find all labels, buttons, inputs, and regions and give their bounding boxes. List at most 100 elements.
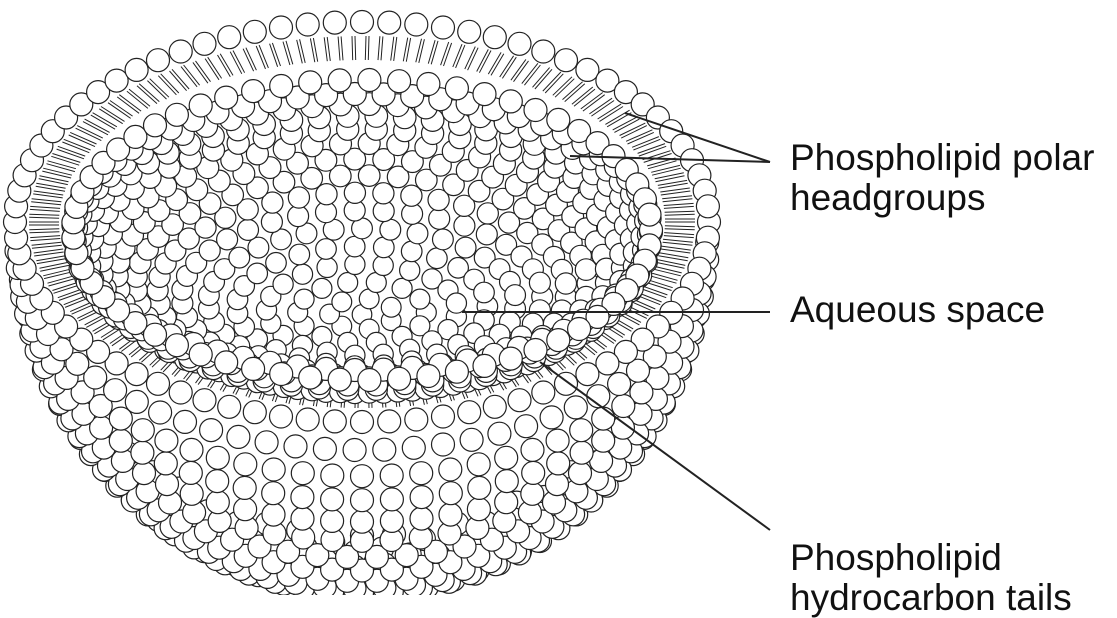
tail-stroke (327, 37, 330, 61)
inner-headgroup (229, 247, 250, 268)
tail-stroke (656, 259, 685, 265)
inner-headgroup (247, 263, 268, 284)
inner-headgroup (529, 272, 550, 293)
tail-stroke (428, 40, 435, 63)
tail-stroke (656, 176, 685, 182)
outer-headgroup (343, 439, 366, 462)
rim-outer-headgroup (243, 20, 266, 43)
inner-headgroup (410, 289, 430, 309)
outer-headgroup (410, 507, 433, 530)
outer-headgroup (104, 379, 127, 402)
outer-headgroup (313, 437, 336, 460)
outer-headgroup (321, 509, 344, 532)
outer-headgroup (233, 476, 256, 499)
outer-headgroup (179, 461, 202, 484)
rim-inner-headgroup (417, 73, 440, 96)
rim-outer-headgroup (576, 363, 599, 386)
tail-stroke (30, 209, 60, 211)
label-headgroups-line-2: headgroups (790, 178, 1094, 218)
tail-stroke (664, 203, 694, 205)
inner-headgroup (407, 223, 428, 244)
rim-inner-headgroup (499, 90, 522, 113)
rim-inner-headgroup (524, 99, 547, 122)
outer-headgroup (460, 428, 483, 451)
label-tails-line-2: hydrocarbon tails (790, 578, 1072, 618)
liposome-diagram: Phospholipid polar headgroups Aqueous sp… (0, 0, 1117, 595)
inner-headgroup (392, 278, 412, 298)
tail-stroke (30, 206, 60, 208)
rim-outer-headgroup (147, 372, 170, 395)
rim-outer-headgroup (125, 363, 148, 386)
tail-stroke (665, 214, 695, 215)
rim-outer-headgroup (193, 32, 216, 55)
tail-stroke (129, 89, 150, 106)
outer-headgroup (321, 488, 344, 511)
inner-headgroup (344, 182, 365, 203)
inner-headgroup (433, 229, 454, 250)
rim-inner-headgroup (547, 329, 570, 352)
tail-stroke (662, 196, 692, 199)
rim-inner-headgroup (568, 318, 591, 341)
rim-outer-headgroup (483, 26, 506, 49)
outer-headgroup (439, 503, 462, 526)
outer-headgroup (262, 458, 285, 481)
outer-headgroup (495, 470, 518, 493)
rim-inner-headgroup (242, 357, 265, 380)
rim-outer-headgroup (432, 405, 455, 428)
tail-stroke (614, 119, 639, 132)
inner-headgroup (338, 273, 358, 293)
tail-stroke (137, 86, 157, 104)
inner-headgroup (289, 244, 310, 265)
rim-outer-headgroup (351, 411, 374, 434)
outer-headgroup (380, 488, 403, 511)
inner-headgroup (446, 293, 466, 313)
outer-headgroup (156, 473, 179, 496)
rim-inner-headgroup (215, 351, 238, 374)
outer-headgroup (373, 438, 396, 461)
outer-headgroup (612, 395, 635, 418)
rim-outer-headgroup (125, 58, 148, 81)
tail-stroke (533, 68, 550, 88)
inner-headgroup (316, 239, 337, 260)
outer-headgroup (109, 429, 132, 452)
rim-outer-headgroup (458, 401, 481, 424)
label-phospholipid-hydrocarbon-tails: Phospholipid hydrocarbon tails (790, 538, 1072, 618)
tail-stroke (555, 79, 574, 98)
inner-headgroup (261, 212, 282, 233)
outer-headgroup (291, 486, 314, 509)
inner-headgroup (238, 219, 259, 240)
inner-headgroup (373, 255, 393, 275)
inner-headgroup (317, 257, 337, 277)
rim-outer-headgroup (458, 20, 481, 43)
tail-stroke (181, 67, 197, 87)
outer-headgroup (380, 509, 403, 532)
tail-stroke (663, 239, 693, 242)
tail-stroke (32, 199, 62, 202)
inner-headgroup (555, 273, 576, 294)
rim-outer-headgroup (532, 381, 555, 404)
inner-headgroup (400, 260, 420, 280)
outer-headgroup (495, 446, 518, 469)
outer-headgroup (180, 438, 203, 461)
rim-outer-headgroup (378, 410, 401, 433)
tail-stroke (30, 236, 60, 238)
rim-inner-headgroup (547, 108, 570, 131)
tail-stroke (283, 42, 290, 65)
tail-stroke (664, 236, 694, 238)
tail-stroke (83, 122, 108, 135)
tail-stroke (170, 71, 187, 91)
tail-stroke (31, 202, 61, 205)
rim-inner-headgroup (473, 83, 496, 106)
label-aqueous-space: Aqueous space (790, 290, 1045, 330)
rim-outer-headgroup (323, 11, 346, 34)
rim-outer-headgroup (169, 40, 192, 63)
inner-headgroup (455, 237, 476, 258)
rim-outer-headgroup (532, 40, 555, 63)
tail-stroke (30, 239, 60, 241)
tail-stroke (338, 37, 340, 61)
tail-stroke (300, 39, 306, 63)
outer-headgroup (569, 462, 592, 485)
tail-stroke (85, 119, 110, 132)
rim-inner-headgroup (328, 368, 351, 391)
rim-outer-headgroup (270, 16, 293, 39)
